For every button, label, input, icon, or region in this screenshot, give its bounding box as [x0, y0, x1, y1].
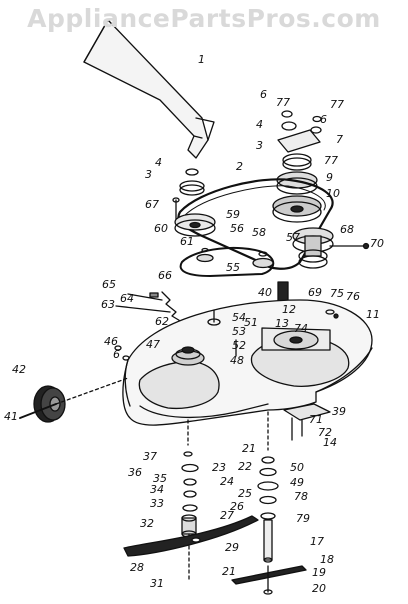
- part-callout: 7: [336, 133, 343, 146]
- part-callout: 21: [222, 565, 236, 578]
- part-callout: 61: [180, 235, 194, 248]
- part-callout: 10: [326, 187, 340, 200]
- part-callout: 60: [154, 222, 168, 235]
- deck-fasteners: [114, 309, 339, 361]
- part-callout: 6: [320, 113, 327, 126]
- part-callout: 23: [212, 461, 226, 474]
- part-callout: 27: [220, 509, 234, 522]
- part-callout: 77: [324, 154, 338, 167]
- part-callout: 72: [318, 426, 332, 439]
- part-callout: 21: [242, 442, 256, 455]
- right-mower-blade: [231, 565, 307, 595]
- part-callout: 13: [275, 317, 289, 330]
- deck-pulleys: [174, 213, 370, 269]
- part-callout: 12: [282, 303, 296, 316]
- belt-cover-arm: [83, 19, 215, 159]
- part-callout: 2: [236, 160, 243, 173]
- part-callout: 66: [158, 269, 172, 282]
- part-callout: 51: [244, 316, 258, 329]
- part-callout: 58: [252, 226, 266, 239]
- part-callout: 25: [238, 487, 252, 500]
- part-callout: 74: [294, 322, 308, 335]
- part-callout: 47: [146, 338, 160, 351]
- part-callout: 18: [320, 553, 334, 566]
- part-callout: 31: [150, 577, 164, 590]
- gauge-wheel: [19, 377, 129, 423]
- part-callout: 32: [140, 517, 154, 530]
- part-callout: 3: [256, 139, 263, 152]
- part-callout: 4: [256, 118, 263, 131]
- part-callout: 24: [220, 475, 234, 488]
- part-callout: 3: [145, 168, 152, 181]
- part-callout: 77: [276, 96, 290, 109]
- part-callout: 19: [312, 566, 326, 579]
- part-callout: 79: [296, 512, 310, 525]
- part-callout: 55: [226, 261, 240, 274]
- part-callout: 17: [310, 535, 324, 548]
- part-callout: 49: [290, 476, 304, 489]
- part-callout: 62: [155, 315, 169, 328]
- part-callout: 4: [155, 156, 162, 169]
- mower-deck-housing: [122, 299, 373, 426]
- part-callout: 52: [232, 339, 246, 352]
- left-upper-pulleys: [172, 168, 205, 223]
- part-callout: 59: [226, 208, 240, 221]
- part-callout: 64: [120, 292, 134, 305]
- part-callout: 36: [128, 466, 142, 479]
- part-callout: 29: [225, 541, 239, 554]
- left-mower-blade: [123, 515, 259, 557]
- part-callout: 76: [346, 290, 360, 303]
- part-callout: 40: [258, 286, 272, 299]
- part-callout: 56: [230, 222, 244, 235]
- part-callout: 34: [150, 483, 164, 496]
- part-callout: 9: [326, 171, 333, 184]
- part-callout: 75: [330, 287, 344, 300]
- part-callout: 26: [230, 500, 244, 513]
- right-spindle-assembly: [257, 411, 279, 563]
- part-callout: 6: [113, 348, 120, 361]
- deck-hanger-bracket: [283, 403, 331, 441]
- part-callout: 35: [153, 472, 167, 485]
- part-callout: 70: [370, 237, 384, 250]
- part-callout: 39: [332, 405, 346, 418]
- part-callout: 41: [4, 410, 18, 423]
- left-spindle-assembly: [181, 419, 199, 581]
- part-callout: 77: [330, 98, 344, 111]
- part-callout: 78: [294, 490, 308, 503]
- part-callout: 65: [102, 278, 116, 291]
- part-callout: 42: [12, 363, 26, 376]
- part-callout: 68: [340, 223, 354, 236]
- part-callout: 63: [101, 298, 115, 311]
- part-callout: 11: [366, 308, 380, 321]
- part-callout: 28: [130, 561, 144, 574]
- part-callout: 53: [232, 325, 246, 338]
- part-callout: 67: [145, 198, 159, 211]
- part-callout: 69: [308, 286, 322, 299]
- part-callout: 33: [150, 497, 164, 510]
- part-callout: 20: [312, 582, 326, 595]
- part-callout: 6: [260, 88, 267, 101]
- idler-belt-assembly: [179, 246, 275, 277]
- part-callout: 48: [230, 354, 244, 367]
- part-callout: 22: [238, 460, 252, 473]
- part-callout: 14: [323, 436, 337, 449]
- part-callout: 50: [290, 461, 304, 474]
- drive-belt: [177, 178, 334, 270]
- part-callout: 71: [309, 413, 323, 426]
- part-callout: 46: [104, 335, 118, 348]
- part-callout: 37: [143, 450, 157, 463]
- callout-labels: 1233446667910111213141718192021212223242…: [4, 53, 384, 595]
- part-callout: 57: [286, 231, 300, 244]
- part-callout: 1: [198, 53, 205, 66]
- tension-spring: [115, 291, 183, 323]
- upper-idler-pulleys: [272, 110, 322, 223]
- part-callout: 54: [232, 311, 246, 324]
